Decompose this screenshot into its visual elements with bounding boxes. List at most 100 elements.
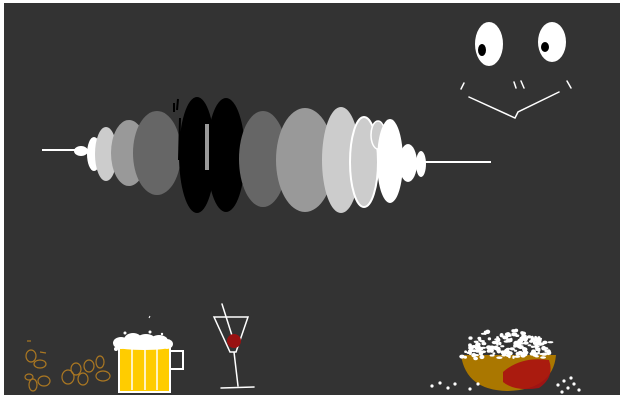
popcorn-kernel [544, 349, 547, 353]
popcorn-kernel [475, 349, 480, 353]
popcorn-kernel [504, 351, 507, 355]
skewer-piece [377, 119, 403, 203]
popcorn-crumbs [430, 376, 581, 394]
popcorn-kernel [468, 349, 474, 353]
popcorn-kernel [481, 342, 487, 346]
popcorn-kernel [498, 341, 502, 346]
smiley-face [460, 22, 572, 119]
popcorn-kernel [542, 347, 549, 350]
skewer-piece [239, 111, 287, 207]
popcorn-kernel [468, 343, 472, 347]
mouth-line [468, 91, 560, 119]
popcorn-crumb [562, 379, 566, 383]
popcorn-kernel [547, 351, 552, 355]
left-pupil [478, 44, 486, 56]
popcorn-kernel [502, 335, 509, 340]
skewer [42, 97, 491, 213]
cocktail-olive [227, 334, 241, 348]
popcorn-kernel [526, 335, 532, 339]
popcorn-kernel [523, 341, 529, 345]
popcorn-kernel [489, 347, 494, 353]
bowl-sauce [503, 359, 551, 390]
popcorn-kernel [522, 336, 529, 341]
peanuts [24, 340, 111, 392]
popcorn-kernel [540, 356, 546, 359]
popcorn-crumb [560, 390, 564, 394]
popcorn-kernel [496, 356, 503, 360]
popcorn-crumb [569, 376, 573, 380]
popcorn-crumb [438, 381, 442, 385]
popcorn-crumb [556, 383, 560, 387]
popcorn-kernel [522, 347, 526, 351]
skewer-piece [399, 144, 417, 182]
popcorn-kernel [529, 340, 534, 343]
glass-bowl [212, 316, 250, 353]
popcorn-kernel [542, 340, 548, 345]
peanut [83, 359, 95, 373]
popcorn-kernel [532, 351, 538, 357]
popcorn-kernel [514, 355, 521, 358]
popcorn-crumb [572, 382, 576, 386]
popcorn-kernel [496, 341, 499, 346]
popcorn-kernel [473, 356, 478, 361]
popcorn-kernel [477, 344, 481, 350]
popcorn-kernel [530, 345, 535, 348]
popcorn-kernel [489, 354, 495, 357]
beer-foam [113, 330, 173, 351]
peanut [70, 362, 82, 376]
right-pupil [541, 42, 549, 52]
popcorn-kernel [480, 350, 487, 354]
beer-handle [169, 350, 184, 370]
skewer-piece [95, 127, 117, 181]
skewer-highlight [205, 124, 209, 170]
popcorn-crumb [430, 384, 434, 388]
peanut-crumb [39, 351, 47, 354]
popcorn-kernel [532, 338, 536, 341]
popcorn-kernel [520, 331, 527, 336]
popcorn-crumb [453, 382, 457, 386]
glass-base [220, 386, 255, 389]
peanut [33, 359, 47, 369]
popcorn-kernel [547, 341, 554, 344]
popcorn-kernel [527, 344, 532, 347]
beer-mug [113, 315, 184, 393]
popcorn-kernel [515, 342, 520, 348]
left-eye [475, 22, 503, 66]
popcorn-kernel [499, 333, 504, 338]
popcorn-kernel [463, 355, 467, 359]
popcorn-kernel [496, 336, 499, 339]
popcorn-kernel [511, 329, 516, 333]
popcorn-kernel [480, 346, 487, 349]
skewer-piece [276, 108, 334, 212]
popcorn-kernel [473, 340, 479, 343]
popcorn-kernel [512, 355, 515, 359]
popcorn-kernel [464, 350, 467, 354]
popcorn-kernel [471, 353, 477, 358]
right-eye [538, 22, 566, 62]
popcorn-kernel [504, 332, 511, 336]
popcorn-crumb [446, 386, 450, 390]
skewer-piece [322, 107, 360, 213]
popcorn-kernel [533, 344, 540, 349]
popcorn-kernel [503, 340, 510, 343]
popcorn-kernel [500, 345, 505, 348]
popcorn-kernel [474, 354, 479, 357]
peanut [28, 378, 38, 392]
popcorn-kernel [479, 340, 485, 343]
skewer-piece [133, 111, 181, 195]
peanut [77, 372, 89, 386]
popcorn-kernel [537, 336, 541, 340]
popcorn-kernel [535, 338, 538, 341]
peanut [24, 373, 34, 381]
popcorn-crumb [468, 387, 472, 391]
popcorn-kernel [537, 351, 540, 355]
popcorn-kernel [459, 354, 465, 359]
popcorn-kernel [541, 352, 548, 356]
peanut [25, 349, 37, 363]
popcorn-kernel [520, 353, 526, 356]
peanut [61, 369, 75, 385]
glass-stem [233, 351, 239, 387]
popcorn-kernel [515, 334, 520, 338]
popcorn-kernel [492, 352, 496, 355]
